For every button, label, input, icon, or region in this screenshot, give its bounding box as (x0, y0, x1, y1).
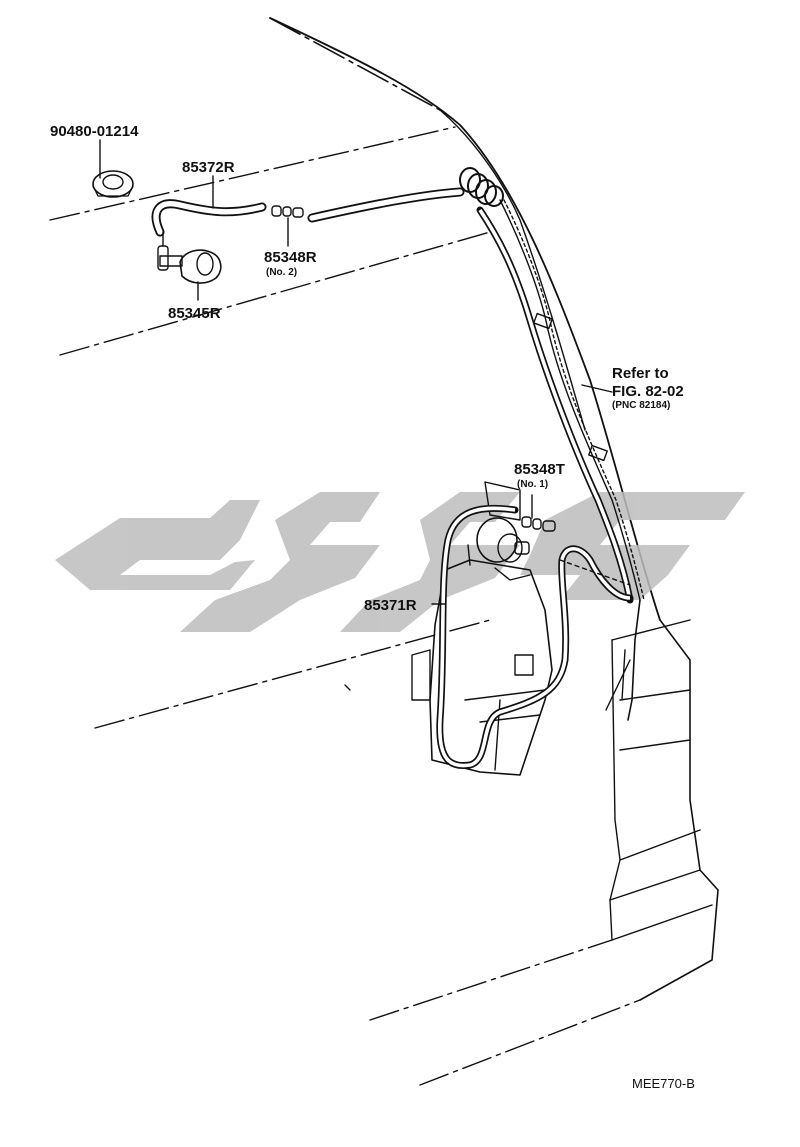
label-joint-lower: 85348T (514, 461, 565, 478)
washer-pump-icon (467, 517, 531, 581)
joint-no2-icon (271, 205, 304, 218)
label-refer-line3: (PNC 82184) (612, 400, 670, 411)
label-nozzle: 85345R (168, 305, 221, 322)
washer-hose-upper (92, 167, 645, 721)
washer-hose-lower (436, 504, 634, 770)
label-refer-line1: Refer to (612, 365, 669, 382)
joint-no1-icon (521, 516, 556, 532)
label-hose-lower: 85371R (364, 597, 417, 614)
drawing-code: MEE770-B (632, 1076, 695, 1091)
watermark-logo (55, 492, 745, 632)
washer-nozzle-icon (157, 231, 222, 284)
body-outline (49, 17, 719, 1086)
clip-grommet-icon (92, 170, 134, 198)
label-refer-line2: FIG. 82-02 (612, 383, 684, 400)
label-joint-upper-note: (No. 2) (266, 267, 297, 278)
label-joint-lower-note: (No. 1) (517, 479, 548, 490)
label-joint-upper: 85348R (264, 249, 317, 266)
label-clip: 90480-01214 (50, 123, 139, 140)
washer-tank (411, 481, 553, 776)
leader-lines (99, 139, 613, 605)
hose-coil-icon (459, 167, 504, 207)
label-hose-upper: 85372R (182, 159, 235, 176)
part-labels: 90480-01214 85372R 85348R (No. 2) 85345R… (50, 123, 695, 1091)
